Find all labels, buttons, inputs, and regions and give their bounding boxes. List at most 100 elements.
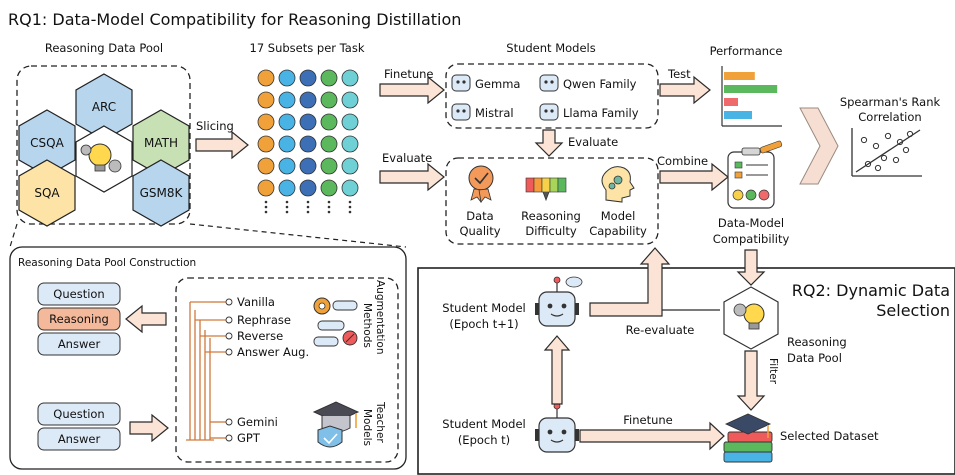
head-gears-icon [601, 166, 635, 203]
box-answer-bottom-label: Answer [58, 432, 101, 446]
test-arrow [659, 75, 711, 105]
model-gemma: Gemma [475, 77, 520, 91]
rq2-pool-line2: Data Pool [787, 351, 842, 365]
selected-dataset-label: Selected Dataset [780, 429, 879, 443]
students-header: Student Models [506, 41, 595, 55]
teacher-label-2: Models [361, 409, 373, 446]
subset-dot [299, 69, 317, 87]
ellipsis-dot [285, 200, 289, 204]
robot-icon-epoch-next [535, 276, 583, 327]
augmentation-tree [186, 301, 226, 441]
subset-dot [320, 135, 338, 153]
performance-bar [724, 98, 738, 106]
subset-dot [341, 157, 359, 175]
subset-dot [278, 91, 296, 109]
subset-dot [257, 91, 275, 109]
aug-answer: Answer Aug. [237, 345, 309, 359]
capability-line2: Capability [589, 224, 647, 238]
model-qwen: Qwen Family [563, 77, 637, 91]
teacher-gemini: Gemini [237, 415, 278, 429]
teacher-label-1: Teacher [374, 401, 386, 443]
box-question-top-label: Question [53, 287, 104, 301]
qra-box-group: Question Reasoning Answer [37, 282, 121, 356]
robot-icon-mistral [451, 103, 471, 121]
finetune-label: Finetune [384, 67, 434, 81]
subset-dot [257, 135, 275, 153]
ellipsis-dot [264, 205, 268, 209]
subset-dot [320, 69, 338, 87]
box-question-bottom-label: Question [53, 407, 104, 421]
subset-dot [341, 91, 359, 109]
evaluate-mid-label: Evaluate [568, 135, 618, 149]
lightbulb-gear-icon [80, 143, 122, 173]
filter-arrow [736, 350, 766, 411]
hex-arc-label: ARC [92, 100, 116, 114]
subset-dot [320, 157, 338, 175]
subset-dot [257, 179, 275, 197]
students-dashed-frame [445, 63, 659, 129]
student-now-line1: Student Model [442, 417, 525, 431]
construction-frame [9, 246, 407, 470]
test-label: Test [667, 67, 691, 81]
robot-icon-gemma [451, 74, 471, 92]
quality-badge-icon [468, 165, 494, 203]
subset-dot [299, 113, 317, 131]
box-answer-top [37, 332, 121, 356]
subset-dot [320, 113, 338, 131]
ellipsis-dot [285, 205, 289, 209]
subset-dot [341, 135, 359, 153]
augmentation-label-2: Methods [361, 303, 373, 348]
ellipsis-dot [327, 200, 331, 204]
subset-dot [278, 157, 296, 175]
augmentation-label-1: Augmentation [374, 280, 386, 355]
hex-csqa-label: CSQA [30, 136, 64, 150]
construction-arrow-left [125, 304, 167, 334]
tree-leaf-nodes [225, 298, 233, 442]
robot-icon-epoch-now [535, 402, 579, 453]
scatter-correlation-icon [851, 128, 922, 177]
box-reasoning-label: Reasoning [49, 312, 109, 326]
pool-dashed-frame [16, 65, 191, 225]
ellipsis-dot [264, 200, 268, 204]
subset-dot [257, 69, 275, 87]
zoom-connector-left [9, 223, 18, 248]
rq2-lightbulb-icon [733, 303, 765, 330]
epoch-up-arrow [543, 335, 571, 405]
model-mistral: Mistral [475, 106, 514, 120]
combine-label: Combine [657, 154, 708, 168]
reevaluate-label: Re-evaluate [626, 323, 695, 337]
subsets-header: 17 Subsets per Task [250, 41, 365, 55]
slicing-arrow [195, 130, 249, 160]
ellipsis-dot [327, 210, 331, 214]
box-answer-bottom [37, 427, 121, 451]
subset-dot [341, 113, 359, 131]
subset-dot [320, 179, 338, 197]
ellipsis-dot [327, 205, 331, 209]
rq2-finetune-label: Finetune [623, 413, 673, 427]
performance-label: Performance [710, 44, 783, 58]
difficulty-line2: Difficulty [525, 224, 576, 238]
compat-line1: Data-Model [718, 216, 784, 230]
pool-header: Reasoning Data Pool [45, 41, 163, 55]
ellipsis-dot [348, 205, 352, 209]
construction-header: Reasoning Data Pool Construction [18, 257, 196, 269]
performance-bar [724, 72, 755, 80]
box-reasoning [37, 307, 121, 331]
hex-gsm8k-label: GSM8K [140, 186, 184, 200]
ellipsis-dot [348, 200, 352, 204]
teacher-gpt: GPT [237, 431, 261, 445]
ellipsis-dot [264, 210, 268, 214]
subset-dot [278, 179, 296, 197]
performance-bar [724, 85, 778, 93]
quality-line2: Quality [459, 224, 500, 238]
box-question-top [37, 282, 121, 306]
subset-dot [278, 135, 296, 153]
rq2-frame [417, 267, 955, 475]
difficulty-line1: Reasoning [521, 209, 581, 223]
robot-icon-qwen [539, 74, 559, 92]
chevron-right-icon [799, 107, 839, 185]
ellipsis-dot [348, 210, 352, 214]
rq2-finetune-arrow [579, 421, 725, 451]
rq2-pool-line1: Reasoning [787, 335, 847, 349]
hex-gsm8k [132, 159, 190, 227]
